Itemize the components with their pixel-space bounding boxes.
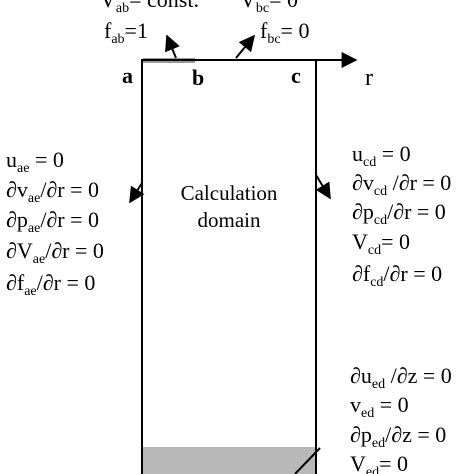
bottom-bc-eq: Ved= 0 bbox=[350, 451, 408, 474]
arrow-ab-normal bbox=[165, 34, 180, 59]
arrow-right-normal bbox=[315, 174, 331, 200]
domain-boundary bbox=[141, 59, 317, 474]
right-bc-eq: Vcd= 0 bbox=[352, 229, 410, 258]
left-boundary-conditions: uae = 0 ∂vae/∂r = 0 ∂pae/∂r = 0 ∂Vae/∂r … bbox=[6, 147, 104, 299]
domain-label-line2: domain bbox=[198, 208, 261, 232]
bottom-bc-eq: ∂ued /∂z = 0 bbox=[350, 363, 452, 392]
top-left-condition: Vab= const. bbox=[100, 0, 199, 16]
f-bc-label: fbc= 0 bbox=[260, 18, 309, 47]
bottom-bc-eq: ved = 0 bbox=[350, 392, 409, 421]
right-boundary-conditions: ucd = 0 ∂vcd /∂r = 0 ∂pcd/∂r = 0 Vcd= 0 … bbox=[352, 141, 451, 290]
right-bc-eq: ∂vcd /∂r = 0 bbox=[352, 170, 451, 199]
arrow-bottom-normal bbox=[294, 447, 321, 474]
point-a-label: a bbox=[122, 63, 133, 88]
left-bc-eq: uae = 0 bbox=[6, 147, 64, 176]
bottom-shaded-region bbox=[142, 447, 316, 474]
right-bc-eq: ∂pcd/∂r = 0 bbox=[352, 199, 446, 228]
left-bc-eq: ∂fae/∂r = 0 bbox=[6, 270, 95, 299]
f-ab-label: fab=1 bbox=[104, 18, 148, 47]
right-bc-eq: ∂fcd/∂r = 0 bbox=[352, 261, 442, 290]
left-bc-eq: ∂Vae/∂r = 0 bbox=[6, 238, 104, 267]
point-b-label: b bbox=[192, 65, 204, 90]
left-bc-eq: ∂pae/∂r = 0 bbox=[6, 207, 99, 236]
right-bc-eq: ucd = 0 bbox=[352, 141, 411, 170]
bottom-bc-eq: ∂ped/∂z = 0 bbox=[350, 422, 446, 451]
top-right-condition: Vbc= 0 bbox=[240, 0, 298, 16]
bottom-boundary-conditions: ∂ued /∂z = 0 ved = 0 ∂ped/∂z = 0 Ved= 0 bbox=[350, 363, 452, 474]
point-c-label: c bbox=[291, 63, 301, 88]
r-axis-label: r bbox=[365, 65, 373, 91]
arrow-left-normal bbox=[129, 182, 145, 204]
arrow-bc-normal bbox=[235, 34, 256, 59]
domain-label-line1: Calculation bbox=[181, 181, 278, 205]
left-bc-eq: ∂vae/∂r = 0 bbox=[6, 177, 99, 206]
